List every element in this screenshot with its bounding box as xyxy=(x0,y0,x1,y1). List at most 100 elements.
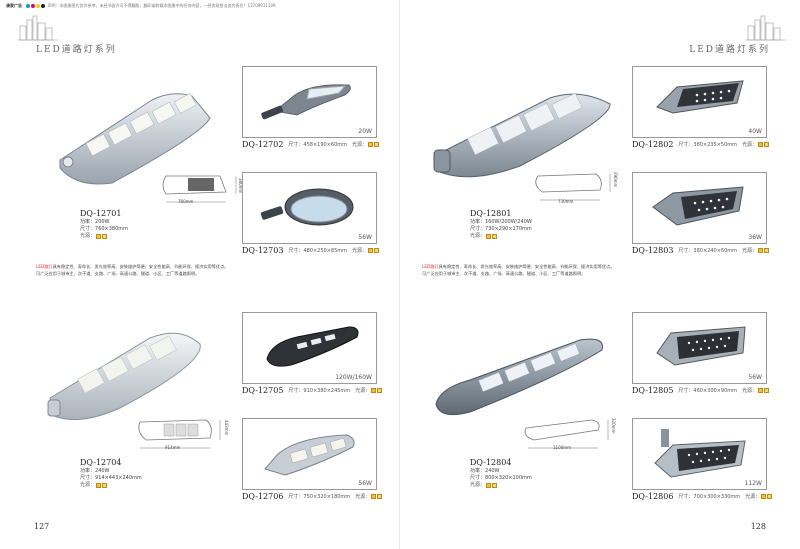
power-label: 功率： xyxy=(470,219,486,225)
product-image-dq12701 xyxy=(59,93,211,185)
wattage-label: 40W xyxy=(748,128,762,135)
led-chip-icon xyxy=(758,142,764,147)
led-chip-icon xyxy=(764,248,770,253)
brand-name: 清泉广告 xyxy=(6,3,22,8)
product-image-dq12806 xyxy=(654,429,746,478)
light-label: 光源： xyxy=(742,388,758,394)
product-specs-dq12704: DQ-12704 功率：240W 尺寸：914×443×240mm 光源： xyxy=(80,458,142,489)
size-value: 尺寸：458×190×60mm xyxy=(288,142,347,148)
power-label: 功率： xyxy=(80,219,96,225)
dimension-diagram-dq12704 xyxy=(138,419,221,449)
product-box-dq12703: 56W xyxy=(242,172,377,244)
product-code: DQ-12702 xyxy=(242,140,284,149)
product-code: DQ-12805 xyxy=(632,386,674,395)
led-chip-icon xyxy=(371,388,377,393)
light-label: 光源： xyxy=(745,494,761,500)
size-value: 尺寸：750×320×180mm xyxy=(288,494,351,500)
product-code: DQ-12803 xyxy=(632,246,674,255)
page-number: 127 xyxy=(34,522,50,531)
wattage-label: 36W xyxy=(748,234,762,241)
led-chip-icon xyxy=(377,494,383,499)
led-chip-icon xyxy=(767,494,773,499)
page-number: 128 xyxy=(750,522,766,531)
model-row-dq12803: DQ-12803 尺寸：380×240×60mm 光源： xyxy=(632,246,770,255)
diagram-width-label: 1100mm xyxy=(553,445,571,450)
product-image-dq12706 xyxy=(264,434,355,476)
description-line-1: 具有稳定性、寿命长、发光效率高、安装维护简便、安全性能高、节能环保、經济实用等优… xyxy=(438,264,615,269)
diagram-width-label: 760mm xyxy=(178,199,194,204)
led-chip-icon xyxy=(492,483,498,488)
product-specs-dq12804: DQ-12804 功率：240W 尺寸：800×320×100mm 光源： xyxy=(470,458,532,489)
wattage-label: 56W xyxy=(358,234,372,241)
product-image-dq12801 xyxy=(433,92,611,178)
power-value: 200W xyxy=(95,219,110,225)
size-label: 尺寸： xyxy=(80,475,96,481)
light-label: 光源： xyxy=(80,482,96,488)
diagram-width-label: 914mm xyxy=(165,445,181,450)
light-label: 光源： xyxy=(470,233,486,239)
product-image-dq12803 xyxy=(652,186,744,226)
product-image-dq12702 xyxy=(261,84,351,120)
diagram-height-label: 443mm xyxy=(224,420,229,436)
wattage-label: 56W xyxy=(358,480,372,487)
series-title: LED道路灯系列 xyxy=(36,45,117,55)
product-code: DQ-12704 xyxy=(80,458,122,467)
light-label: 光源： xyxy=(742,142,758,148)
light-label: 光源： xyxy=(355,494,371,500)
product-code: DQ-12703 xyxy=(242,246,284,255)
product-code: DQ-12802 xyxy=(632,140,674,149)
product-box-dq12806: 112W xyxy=(632,418,767,490)
led-chip-icon xyxy=(102,234,108,239)
city-skyline-icon xyxy=(746,15,786,41)
product-code: DQ-12701 xyxy=(80,209,122,218)
size-value: 914×443×240mm xyxy=(95,475,142,481)
description-line-2: 可广泛应用于城市主、次干道、支路、广场、高速公路、隧道、小区、工厂等道路照明。 xyxy=(422,271,586,276)
led-chip-icon xyxy=(374,248,380,253)
series-title: LED道路灯系列 xyxy=(689,45,770,55)
wattage-label: 120W/160W xyxy=(335,374,372,381)
size-value: 760×380mm xyxy=(95,226,129,232)
led-chip-icon xyxy=(96,483,102,488)
led-chip-icon xyxy=(486,234,492,239)
light-label: 光源： xyxy=(352,248,368,254)
led-chip-icon xyxy=(368,248,374,253)
cmyk-yellow-icon xyxy=(36,4,41,8)
led-chip-icon xyxy=(758,248,764,253)
right-page: LED道路灯系列 730mm 290mm DQ-12801 功率：160W/20… xyxy=(400,0,800,549)
product-specs-dq12801: DQ-12801 功率：160W/200W/240W 尺寸：730×290×17… xyxy=(470,209,532,240)
product-image-dq12703 xyxy=(260,188,354,226)
light-label: 光源： xyxy=(80,233,96,239)
led-chip-icon xyxy=(764,142,770,147)
product-box-dq12803: 36W xyxy=(632,172,767,244)
product-image-dq12805 xyxy=(656,326,746,366)
diagram-width-label: 730mm xyxy=(558,199,574,204)
size-value: 尺寸：380×235×50mm xyxy=(678,142,737,148)
size-label: 尺寸： xyxy=(470,226,486,232)
wattage-label: 112W xyxy=(744,480,762,487)
led-chip-icon xyxy=(377,388,383,393)
notice-text: 声明：本图册图片仅作参考，未经书面许可不得翻版，翻印或转载本图册中的任何内容，一… xyxy=(47,3,276,8)
led-chip-icon xyxy=(368,142,374,147)
led-chip-icon xyxy=(486,483,492,488)
description-text: LED路灯具有稳定性、寿命长、发光效率高、安装维护简便、安全性能高、节能环保、經… xyxy=(422,263,652,277)
cmyk-magenta-icon xyxy=(31,4,36,8)
product-specs-dq12701: DQ-12701 功率：200W 尺寸：760×380mm 光源： xyxy=(80,209,128,240)
model-row-dq12806: DQ-12806 尺寸：700×300×330mm 光源： xyxy=(632,492,773,501)
product-image-dq12704 xyxy=(47,332,201,421)
led-chip-icon xyxy=(374,142,380,147)
cmyk-cyan-icon xyxy=(26,4,31,8)
light-label: 光源： xyxy=(742,248,758,254)
product-code: DQ-12806 xyxy=(632,492,674,501)
model-row-dq12706: DQ-12706 尺寸：750×320×180mm 光源： xyxy=(242,492,383,501)
product-image-dq12802 xyxy=(656,80,744,114)
diagram-height-label: 320mm xyxy=(611,418,616,434)
diagram-height-label: 290mm xyxy=(613,172,618,188)
product-code: DQ-12705 xyxy=(242,386,284,395)
product-image-dq12804 xyxy=(435,338,604,416)
product-code: DQ-12801 xyxy=(470,209,512,218)
size-value: 尺寸：460×300×90mm xyxy=(678,388,737,394)
wattage-label: 56W xyxy=(748,374,762,381)
power-value: 160W/200W/240W xyxy=(485,219,532,225)
size-value: 尺寸：700×300×330mm xyxy=(678,494,741,500)
dimension-diagram-dq12801 xyxy=(535,173,611,201)
